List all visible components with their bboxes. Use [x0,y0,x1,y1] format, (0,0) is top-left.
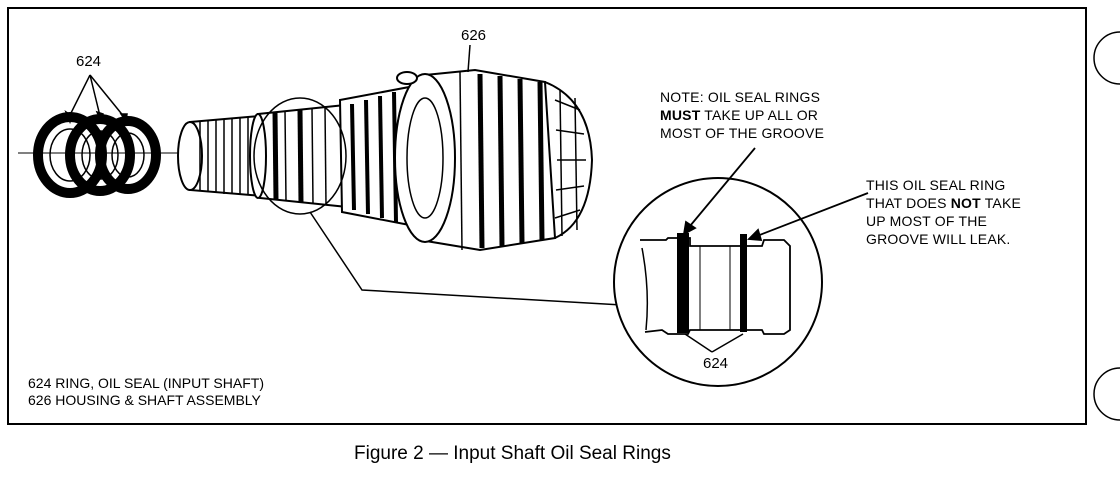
leak-note-line-2-pre: THAT DOES [866,195,951,211]
note-arrows [682,147,869,242]
leak-note: THIS OIL SEAL RING THAT DOES NOT TAKE UP… [866,176,1021,248]
figure-caption: Figure 2 — Input Shaft Oil Seal Rings [354,443,671,464]
leader-624-rings [64,74,128,125]
detail-connector [309,211,623,306]
leak-note-line-1: THIS OIL SEAL RING [866,177,1006,193]
legend-item-624: 624 RING, OIL SEAL (INPUT SHAFT) [28,375,264,391]
seal-ring-good [677,233,689,333]
must-note-line-1: NOTE: OIL SEAL RINGS [660,89,821,105]
must-note-line-2-rest: TAKE UP ALL OR [700,107,819,123]
leader-624-detail [684,333,744,353]
binder-hole-bottom [1093,367,1120,421]
not-emphasis: NOT [950,195,981,211]
must-note-line-2: MUST TAKE UP ALL OR [660,106,824,124]
binder-hole-top [1093,31,1120,85]
parts-legend: 624 RING, OIL SEAL (INPUT SHAFT) 626 HOU… [28,375,264,409]
must-note: NOTE: OIL SEAL RINGS MUST TAKE UP ALL OR… [660,88,824,142]
leak-note-line-3: UP MOST OF THE [866,213,988,229]
seal-ring-3 [95,116,161,194]
leader-626 [467,44,471,73]
leak-note-line-4: GROOVE WILL LEAK. [866,231,1011,247]
label-624-rings: 624 [76,53,102,70]
must-emphasis: MUST [660,107,701,123]
label-624-detail: 624 [703,355,729,372]
oil-seal-rings [33,112,161,198]
must-note-line-3: MOST OF THE GROOVE [660,125,825,141]
input-shaft [177,102,359,210]
label-626-housing: 626 [461,27,487,44]
leak-note-line-2-post: TAKE [980,195,1022,211]
detail-source-circle [253,97,347,215]
leak-note-line-2: THAT DOES NOT TAKE [866,194,1021,212]
housing-assembly [338,68,594,252]
legend-item-626: 626 HOUSING & SHAFT ASSEMBLY [28,392,261,408]
seal-ring-leak [740,234,747,332]
figure-border [7,7,1087,425]
